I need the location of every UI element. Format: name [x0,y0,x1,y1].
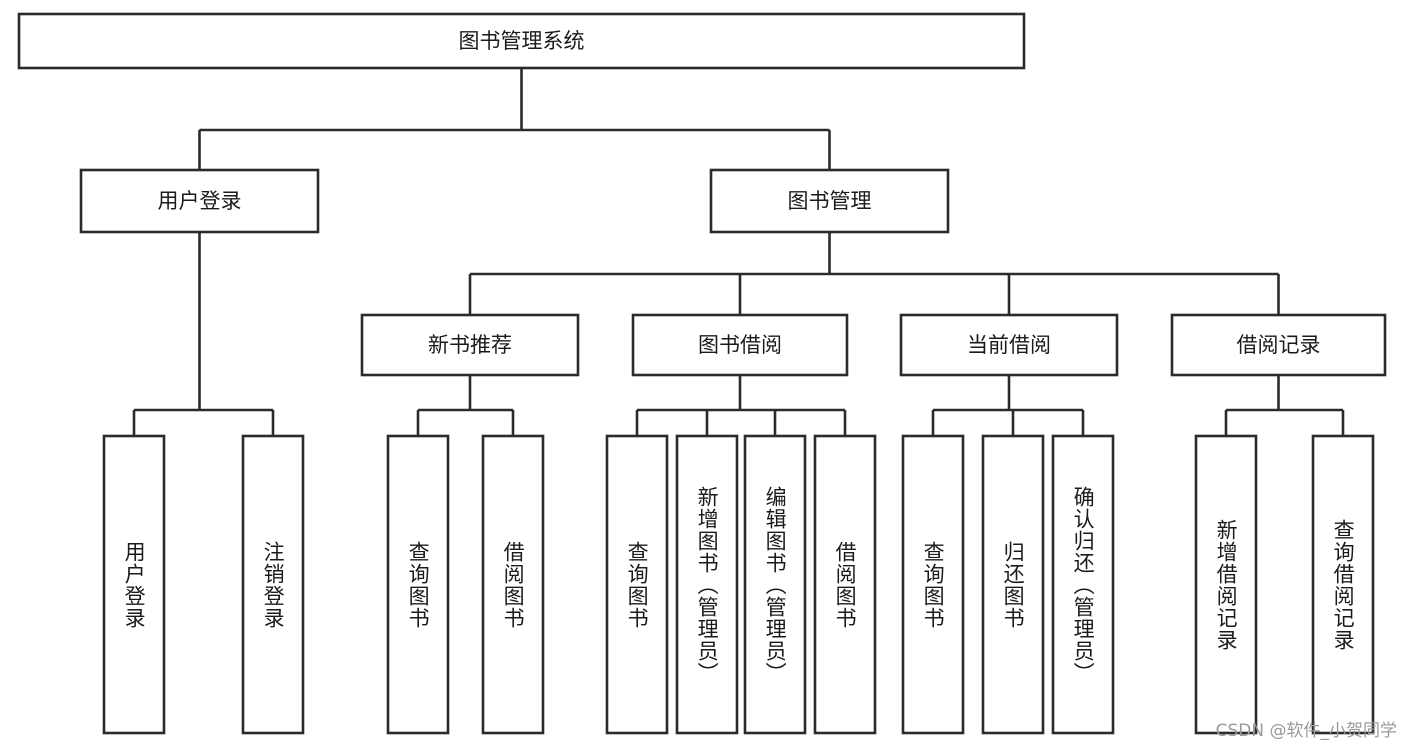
node-book-manage[interactable] [709,168,950,234]
node-leaf-edit-book[interactable] [743,434,807,735]
node-borrow-record[interactable] [1170,313,1387,377]
node-user-login-label: 用户登录 [158,189,242,213]
node-leaf-borrow-book-1[interactable] [481,434,545,735]
node-borrow-record-label: 借阅记录 [1237,333,1321,357]
node-new-book-recommend-label: 新书推荐 [428,333,512,357]
node-book-borrow[interactable] [631,313,849,377]
node-leaf-add-record[interactable] [1194,434,1258,735]
node-book-manage-label: 图书管理 [788,189,872,213]
node-leaf-logout[interactable] [241,434,305,735]
node-leaf-confirm-return[interactable] [1051,434,1115,735]
node-leaf-return-book[interactable] [981,434,1045,735]
connector-lines [127,68,1350,445]
node-leaf-query-book-2[interactable] [605,434,669,735]
node-user-login[interactable] [79,168,320,234]
node-root-label: 图书管理系统 [459,29,585,53]
node-leaf-add-book[interactable] [675,434,739,735]
node-book-borrow-label: 图书借阅 [698,333,782,357]
node-new-book-recommend[interactable] [360,313,580,377]
node-boxes [17,12,1387,735]
node-current-borrow[interactable] [899,313,1119,377]
node-leaf-query-record[interactable] [1311,434,1375,735]
node-leaf-query-book-3[interactable] [901,434,965,735]
node-root[interactable] [17,12,1026,70]
node-leaf-user-login[interactable] [102,434,166,735]
node-leaf-borrow-book-2[interactable] [813,434,877,735]
node-leaf-query-book-1[interactable] [386,434,450,735]
watermark-text: CSDN @软件_小贺同学 [1215,721,1397,741]
node-current-borrow-label: 当前借阅 [967,333,1051,357]
